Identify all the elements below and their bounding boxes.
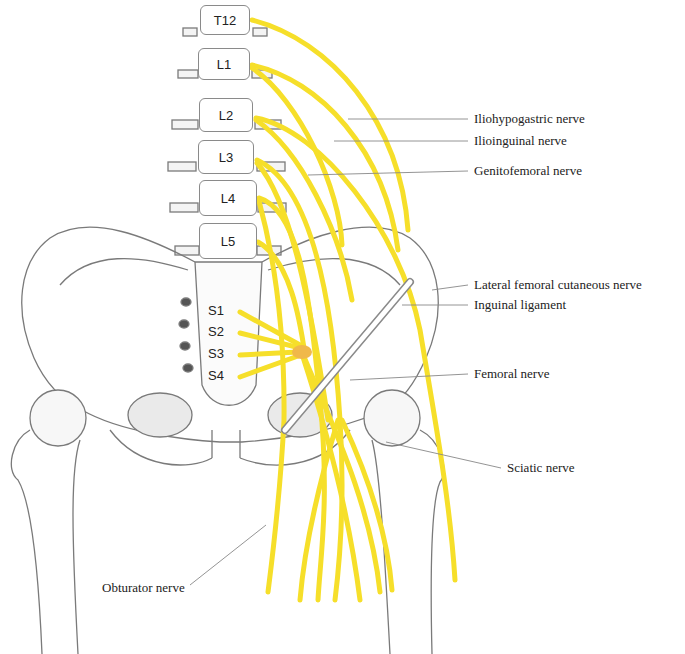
vertebra-label: L1 — [217, 57, 231, 72]
nerve-label: Inguinal ligament — [472, 297, 568, 313]
nerve-label: Obturator nerve — [100, 580, 187, 596]
vertebra-label: L5 — [221, 234, 235, 249]
vertebra-body: T12 — [200, 5, 250, 35]
vertebra-body: L5 — [199, 223, 257, 259]
nerve-label: Sciatic nerve — [505, 460, 577, 476]
vertebra-label: L4 — [221, 191, 235, 206]
nerve-label: Lateral femoral cutaneous nerve — [472, 277, 644, 293]
nerve-label: Genitofemoral nerve — [472, 163, 584, 179]
sacral-level-label: S1 — [206, 303, 226, 319]
sacral-level-label: S2 — [206, 324, 226, 340]
sacral-level-label: S4 — [206, 368, 226, 384]
vertebra-label: L3 — [219, 150, 233, 165]
sacral-level-label: S3 — [206, 346, 226, 362]
nerve-label: Femoral nerve — [472, 366, 551, 382]
vertebra-label: T12 — [214, 13, 236, 28]
vertebra-body: L1 — [198, 48, 250, 80]
nerve-label: Iliohypogastric nerve — [472, 111, 587, 127]
vertebra-body: L2 — [199, 98, 253, 132]
vertebra-body: L4 — [199, 180, 257, 216]
nerve-label: Ilioinguinal nerve — [472, 133, 569, 149]
vertebra-label: L2 — [219, 108, 233, 123]
vertebra-body: L3 — [198, 140, 254, 174]
